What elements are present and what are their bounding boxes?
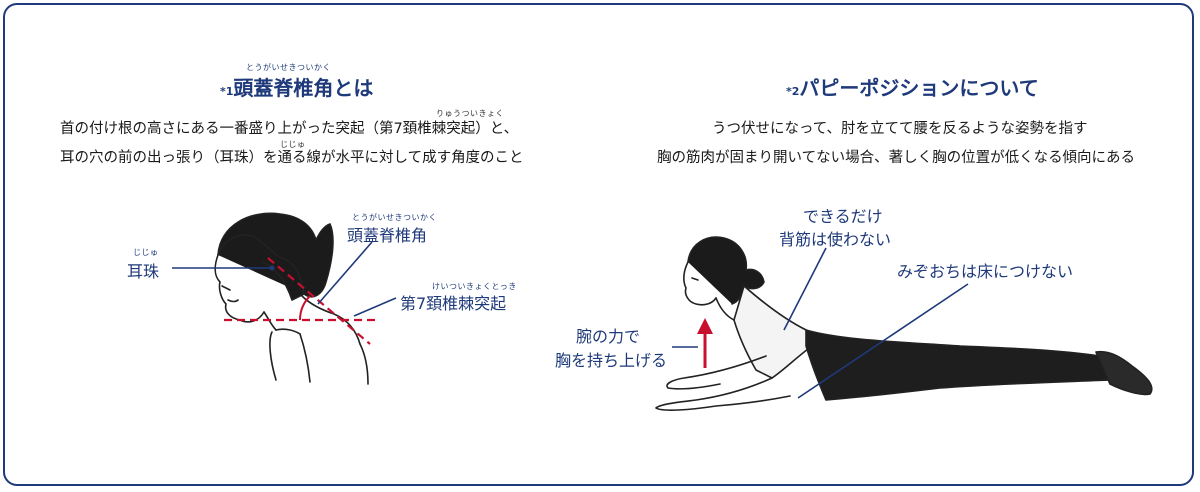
right-title: *2パピーポジションについて: [786, 72, 1039, 101]
leader-lines-right: [672, 247, 969, 399]
left-title: *1頭蓋脊椎角とは: [220, 72, 373, 101]
angle-lines: [224, 257, 376, 345]
label-back-1: できるだけ: [803, 207, 883, 226]
woman-posture-illustration: [214, 212, 369, 385]
title-ruby-left: とうがいせきついかく: [246, 63, 331, 72]
desc1-ruby-left: りゅうついきょく: [436, 109, 504, 118]
label-tragus: 耳珠: [127, 262, 160, 281]
left-title-text: 頭蓋脊椎角とは: [233, 76, 374, 100]
label-back-2: 背筋は使わない: [779, 230, 892, 249]
c7-label-ruby: けいついきょくとっき: [432, 282, 517, 291]
angle-label-ruby: とうがいせきついかく: [352, 213, 437, 222]
torso: [269, 331, 277, 381]
left-desc-line-1: 首の付け根の高さにある一番盛り上がった突起（第7頚椎棘突起）と、: [60, 121, 519, 137]
face: [214, 254, 265, 323]
right-title-text: パピーポジションについて: [799, 76, 1039, 100]
label-craniovertebral-angle: 頭蓋脊椎角: [347, 226, 428, 245]
label-c7-spinous-process: 第7頚椎棘突起: [400, 294, 507, 313]
label-arms-1: 腕の力で: [576, 327, 641, 346]
lift-arrow: [697, 318, 713, 368]
feet: [1095, 350, 1153, 396]
leader-lines-left: [172, 241, 397, 317]
label-arms-2: 胸を持ち上げる: [555, 351, 668, 370]
arms: [666, 355, 767, 390]
left-desc-line-2: 耳の穴の前の出っ張り（耳珠）を通る線が水平に対して成す角度のこと: [60, 150, 524, 166]
right-desc-line-2: 胸の筋肉が固まり開いてない場合、著しく胸の位置が低くなる傾向にある: [657, 150, 1136, 166]
footnote-mark-1: *1: [220, 85, 234, 98]
leggings: [805, 329, 1111, 401]
ear-label-ruby: じじゅ: [133, 248, 159, 257]
desc2-ruby-left: じじゅ: [280, 140, 306, 149]
tragus-dot: [269, 265, 275, 271]
content-frame: [3, 3, 1194, 486]
label-stomach: みぞおちは床につけない: [897, 262, 1074, 281]
footnote-mark-2: *2: [786, 85, 800, 98]
puppy-position-illustration: [655, 236, 1153, 411]
right-desc-line-1: うつ伏せになって、肘を立てて腰を反るような姿勢を指す: [712, 121, 1088, 137]
